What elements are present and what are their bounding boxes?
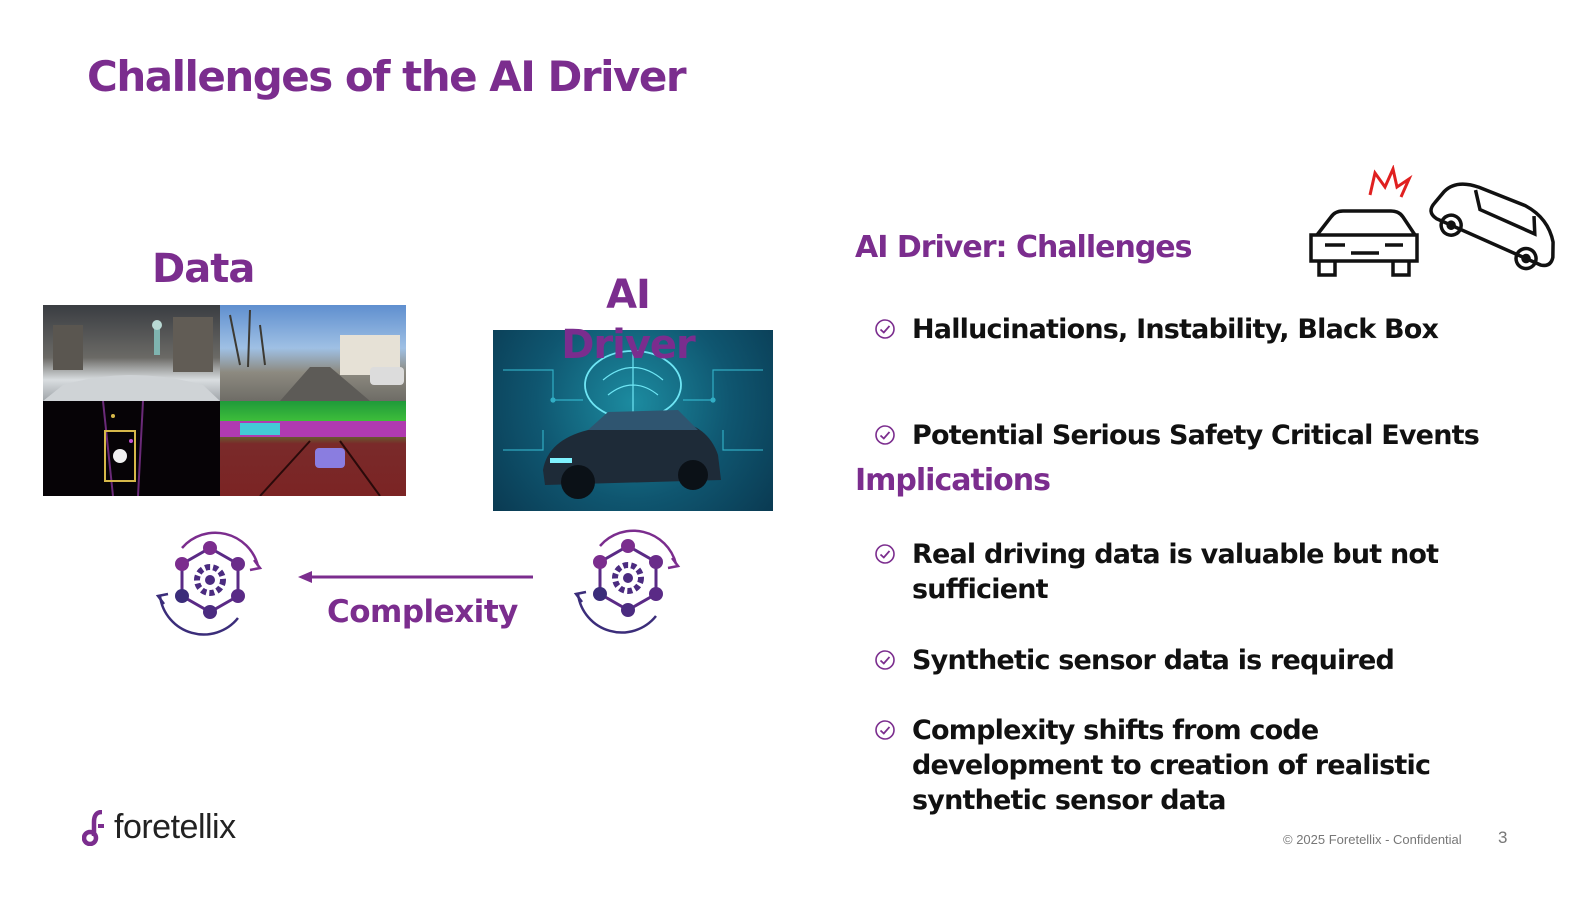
- implication-item: Complexity shifts from code development …: [874, 713, 1484, 818]
- sensor-data-collage: [43, 305, 406, 496]
- night-street-photo: [43, 305, 220, 401]
- challenge-text: Potential Serious Safety Critical Events: [912, 420, 1480, 451]
- logo-wordmark: foretellix: [114, 808, 236, 846]
- check-circle-icon: [875, 425, 895, 445]
- ai-driver-heading: AI Driver: [561, 272, 696, 368]
- lidar-view: [43, 401, 220, 496]
- challenges-heading: AI Driver: Challenges: [855, 230, 1193, 265]
- slide-title: Challenges of the AI Driver: [87, 52, 687, 101]
- implication-text: Synthetic sensor data is required: [912, 645, 1395, 676]
- implication-text: Complexity shifts from code development …: [912, 715, 1431, 816]
- ai-car-illustration: [493, 330, 773, 511]
- segmentation-view: [220, 401, 406, 496]
- complexity-label: Complexity: [327, 594, 518, 630]
- copyright-text: © 2025 Foretellix - Confidential: [1283, 832, 1462, 847]
- ai-cycle-gear-icon-right: [572, 524, 684, 634]
- implication-item: Real driving data is valuable but not su…: [874, 537, 1484, 607]
- arrow-left-icon: [298, 570, 534, 586]
- day-street-photo: [220, 305, 406, 401]
- check-circle-icon: [875, 650, 895, 670]
- implication-text: Real driving data is valuable but not su…: [912, 539, 1439, 605]
- challenge-text: Hallucinations, Instability, Black Box: [912, 314, 1439, 345]
- implications-heading: Implications: [855, 463, 1051, 498]
- challenge-item: Potential Serious Safety Critical Events: [874, 418, 1484, 453]
- check-circle-icon: [875, 544, 895, 564]
- check-circle-icon: [875, 319, 895, 339]
- page-number: 3: [1498, 828, 1508, 847]
- check-circle-icon: [875, 720, 895, 740]
- car-crash-icon: [1305, 164, 1567, 283]
- foretellix-logo-icon: [81, 809, 110, 847]
- implication-item: Synthetic sensor data is required: [874, 643, 1484, 678]
- challenge-item: Hallucinations, Instability, Black Box: [874, 312, 1484, 347]
- data-heading: Data: [152, 246, 255, 292]
- ai-cycle-gear-icon: [154, 526, 266, 636]
